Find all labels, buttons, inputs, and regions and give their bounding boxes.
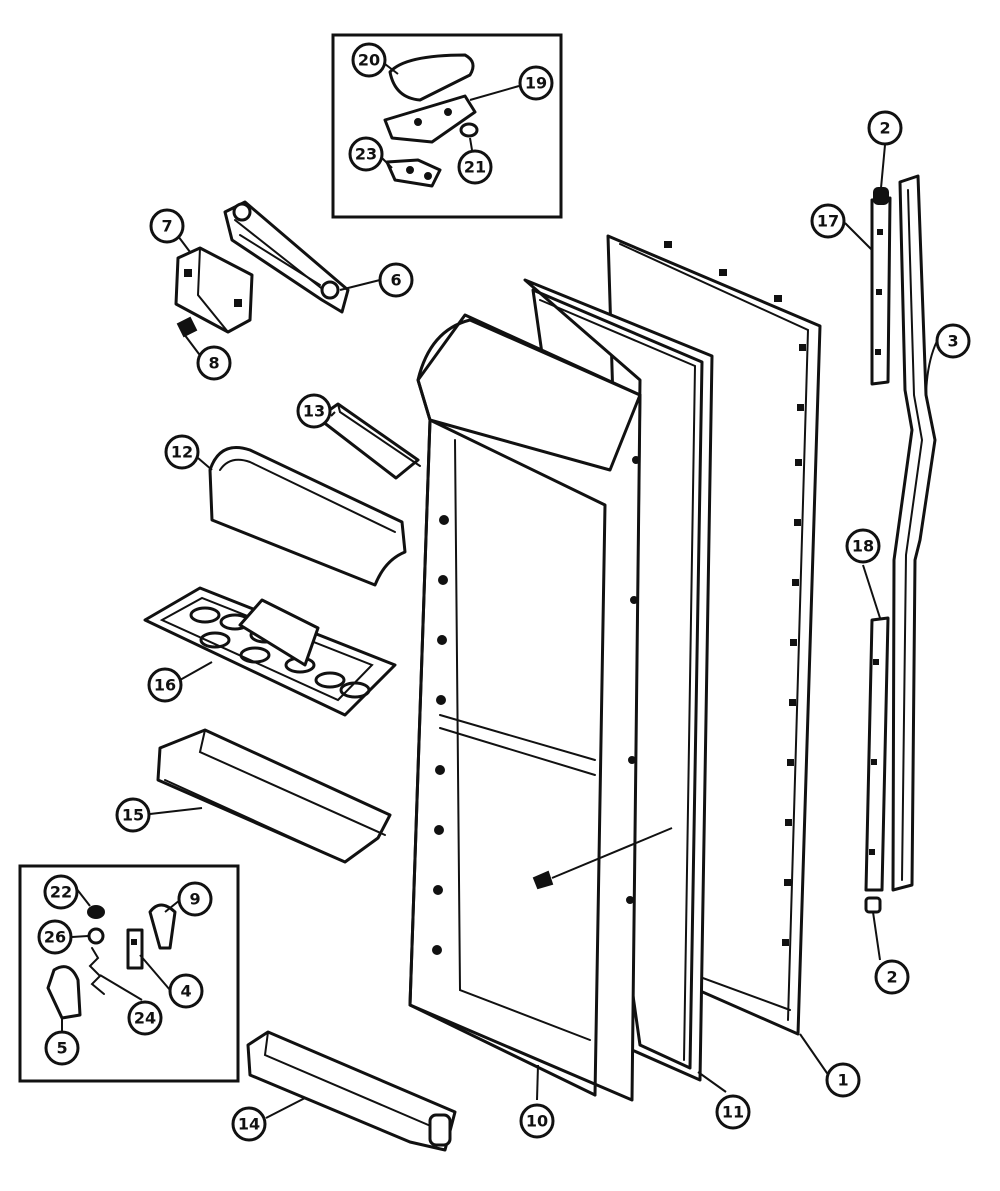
- hinge-screw: [176, 316, 198, 338]
- callout-1: 1: [825, 1062, 861, 1098]
- callout-4: 4: [168, 973, 204, 1009]
- svg-text:2: 2: [879, 119, 890, 138]
- svg-text:21: 21: [464, 158, 486, 177]
- callout-13: 13: [296, 393, 332, 429]
- hinge-bushing-21: [459, 122, 479, 138]
- dairy-door: [208, 446, 407, 587]
- svg-text:10: 10: [526, 1112, 548, 1131]
- svg-text:1: 1: [837, 1071, 848, 1090]
- svg-text:18: 18: [852, 537, 874, 556]
- callout-26: 26: [37, 919, 73, 955]
- bushing-26: [87, 927, 105, 945]
- callout-9: 9: [177, 881, 213, 917]
- door-shelf-bin: [156, 728, 392, 864]
- callout-18: 18: [845, 528, 881, 564]
- hinge-shim-23: [385, 158, 442, 188]
- callout-15: 15: [115, 797, 151, 833]
- callout-11: 11: [715, 1094, 751, 1130]
- callout-10: 10: [519, 1103, 555, 1139]
- svg-text:8: 8: [208, 354, 219, 373]
- svg-text:5: 5: [56, 1039, 67, 1058]
- svg-text:13: 13: [303, 402, 325, 421]
- svg-text:16: 16: [154, 676, 176, 695]
- svg-text:19: 19: [525, 74, 547, 93]
- inner-door-liner: [408, 313, 673, 1102]
- callout-8: 8: [196, 345, 232, 381]
- svg-text:22: 22: [50, 883, 72, 902]
- door-hinge: [223, 200, 350, 314]
- washer-22: [87, 905, 105, 919]
- svg-text:23: 23: [355, 145, 377, 164]
- callout-7: 7: [149, 208, 185, 244]
- callout-3: 3: [935, 323, 971, 359]
- svg-text:6: 6: [390, 271, 401, 290]
- svg-text:2: 2: [886, 968, 897, 987]
- callout-5: 5: [44, 1030, 80, 1066]
- leader-lines: [61, 63, 938, 1119]
- upper-door-trim: [870, 196, 892, 386]
- svg-text:15: 15: [122, 806, 144, 825]
- hinge-parts-inset: [331, 33, 563, 219]
- bottom-door-bin: [246, 1030, 457, 1152]
- callout-20: 20: [351, 42, 387, 78]
- callout-12: 12: [164, 434, 200, 470]
- svg-text:17: 17: [817, 212, 839, 231]
- door-handle: [891, 174, 937, 892]
- trim-end-cap-top: [873, 187, 889, 205]
- svg-text:9: 9: [189, 890, 200, 909]
- callout-23: 23: [348, 136, 384, 172]
- trim-end-cap-bottom: [864, 896, 882, 914]
- hinge-cover-20: [388, 53, 475, 102]
- svg-text:11: 11: [722, 1103, 744, 1122]
- pivot-9: [148, 903, 177, 950]
- callout-2-bottom: 2: [874, 959, 910, 995]
- hinge-plate-19: [383, 94, 477, 144]
- svg-text:12: 12: [171, 443, 193, 462]
- hinge-cam-bracket: [174, 246, 254, 334]
- callout-14: 14: [231, 1106, 267, 1142]
- spring-24: [88, 947, 105, 995]
- lower-door-trim: [864, 616, 890, 892]
- bracket-4: [126, 928, 144, 970]
- callout-19: 19: [518, 65, 554, 101]
- svg-text:14: 14: [238, 1115, 260, 1134]
- egg-tray: [143, 586, 397, 717]
- svg-text:4: 4: [180, 982, 191, 1001]
- handle-parts-inset: [18, 864, 240, 1083]
- svg-text:24: 24: [134, 1009, 156, 1028]
- svg-text:20: 20: [358, 51, 380, 70]
- cam-5: [46, 965, 82, 1020]
- callout-16: 16: [147, 667, 183, 703]
- callout-2-top: 2: [867, 110, 903, 146]
- callout-6: 6: [378, 262, 414, 298]
- callout-22: 22: [43, 874, 79, 910]
- callout-21: 21: [457, 149, 493, 185]
- callout-24: 24: [127, 1000, 163, 1036]
- svg-text:7: 7: [161, 217, 172, 236]
- callout-17: 17: [810, 203, 846, 239]
- svg-text:3: 3: [947, 332, 958, 351]
- svg-text:26: 26: [44, 928, 66, 947]
